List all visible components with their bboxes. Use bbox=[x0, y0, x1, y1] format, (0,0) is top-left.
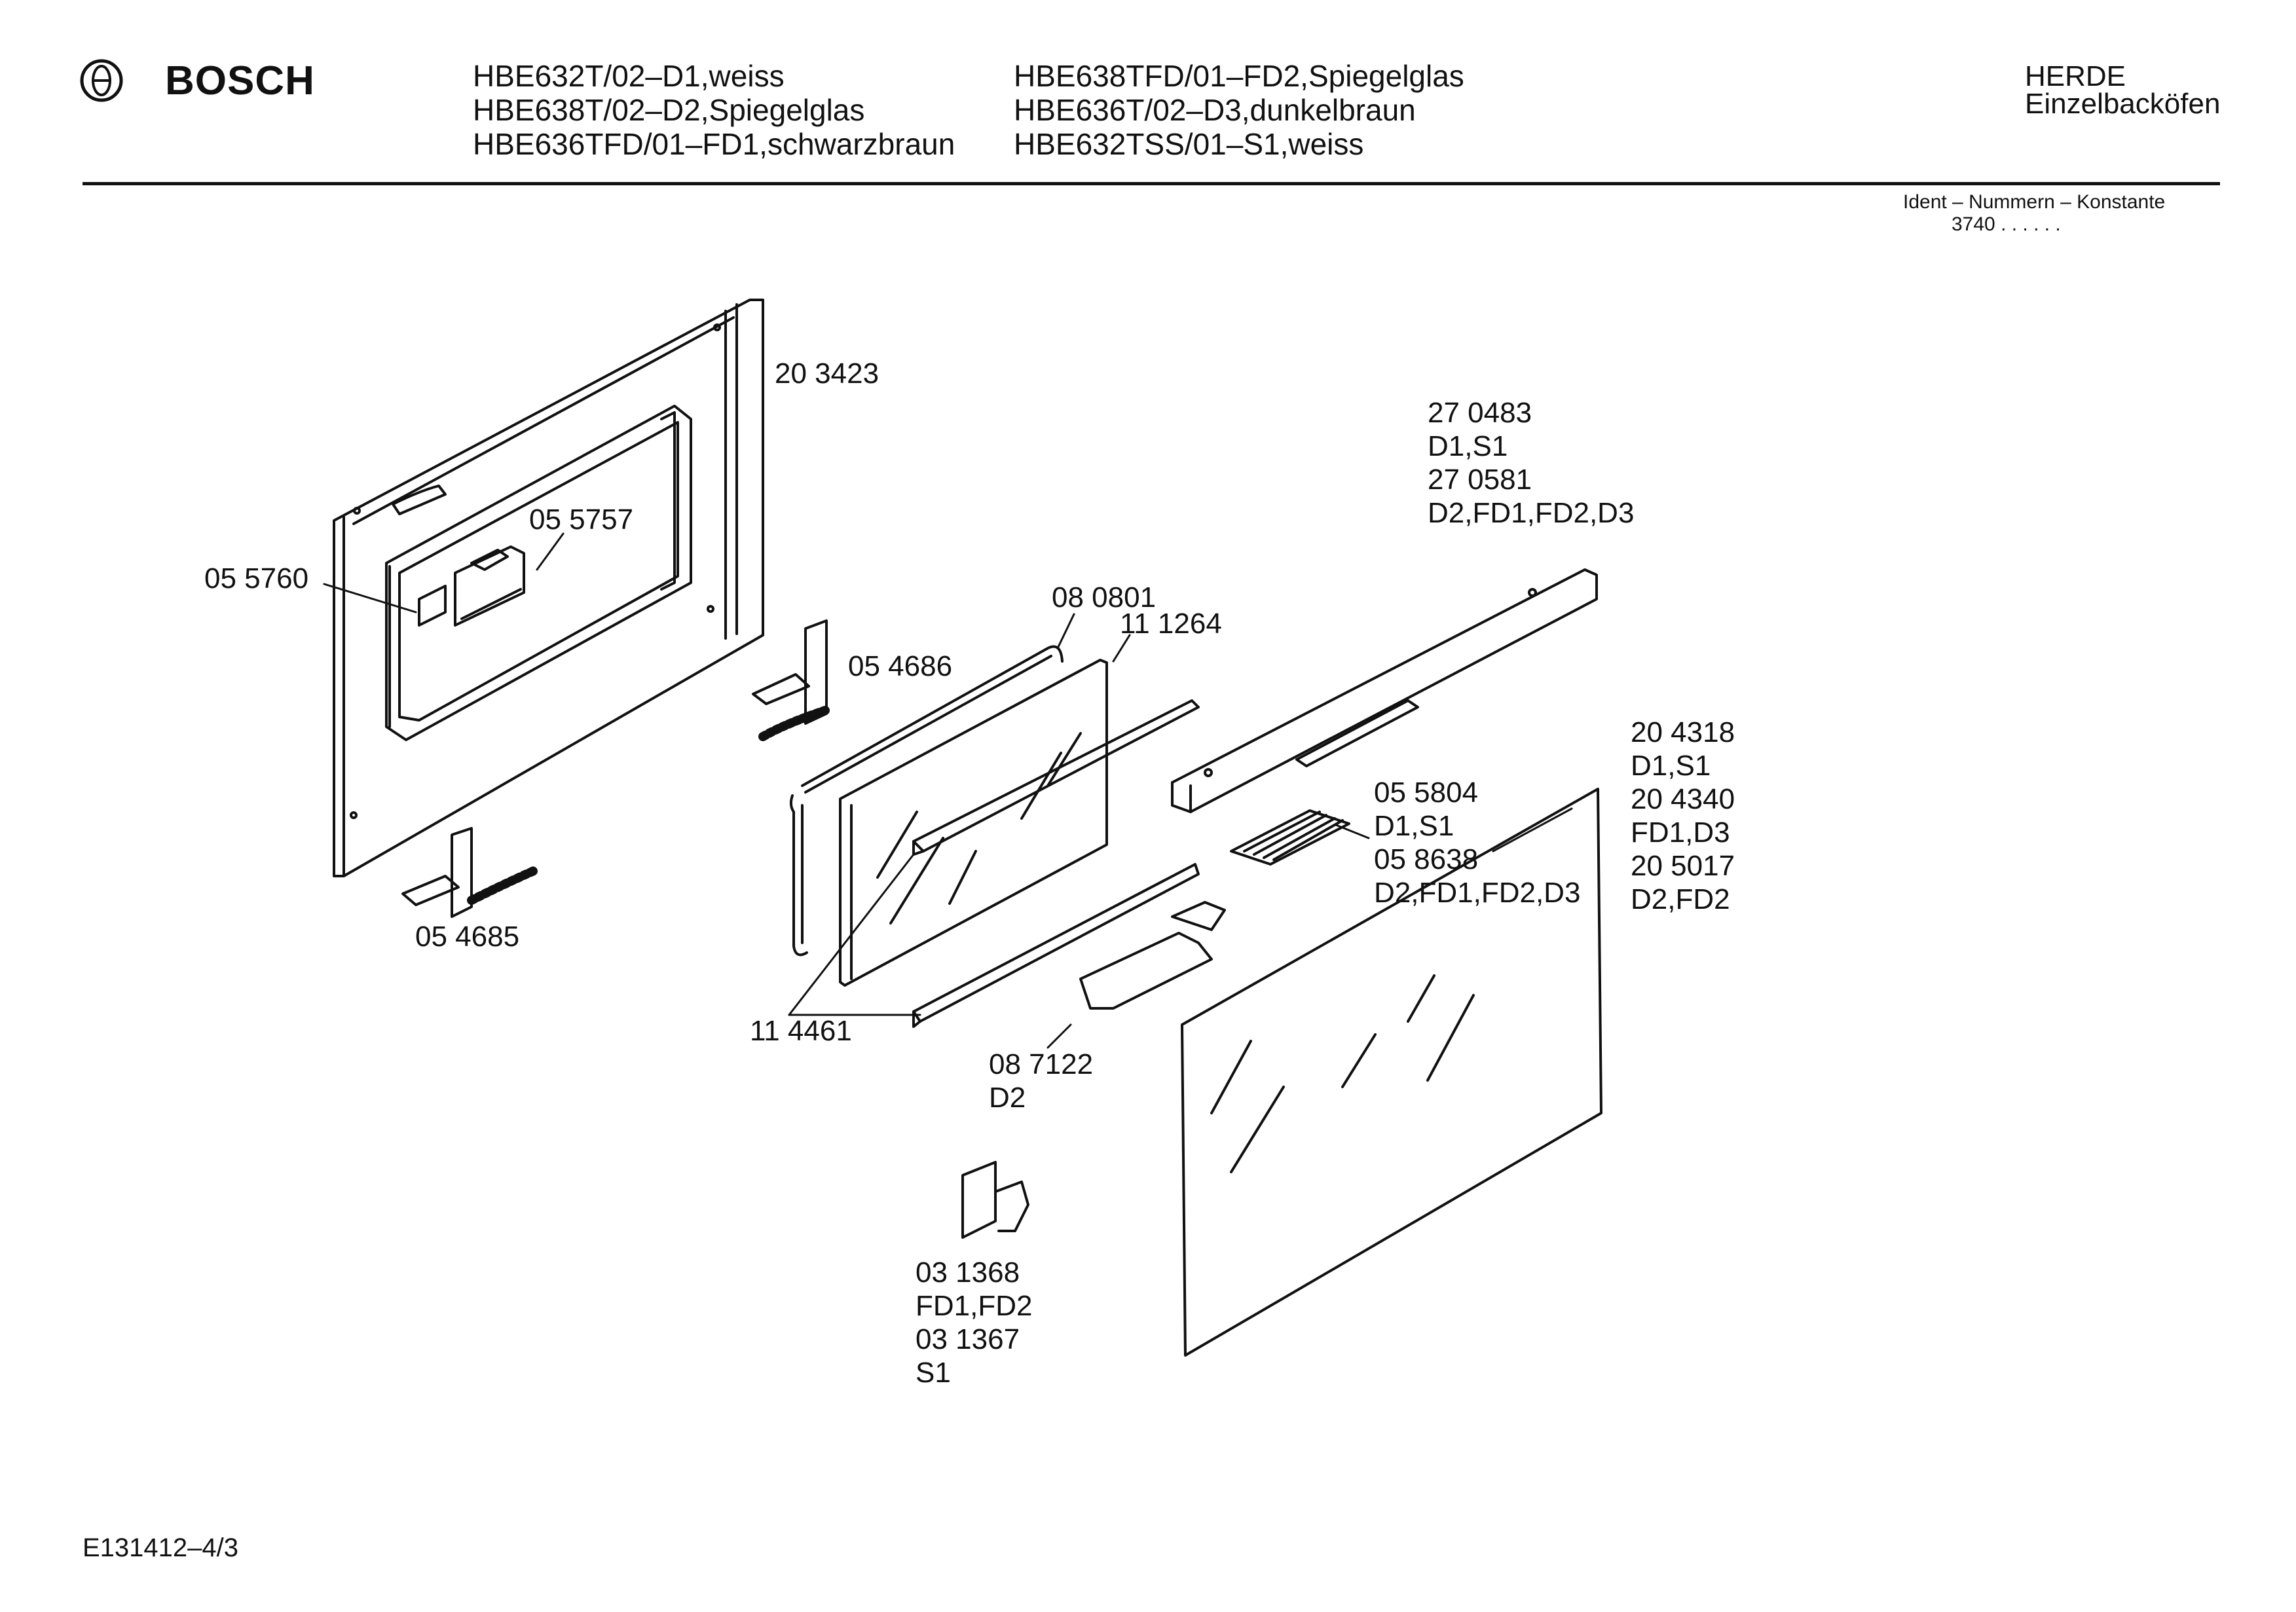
part-label: 05 5804 bbox=[1374, 777, 1479, 809]
category-subtitle: Einzelbacköfen bbox=[2025, 88, 2221, 120]
variant-label: D2,FD2 bbox=[1631, 883, 1730, 915]
hinge-bracket bbox=[1079, 901, 1226, 1010]
variant-label: D2 bbox=[989, 1082, 1026, 1114]
part-label-group: 08 7122 D2 bbox=[989, 1048, 1093, 1114]
part-label-group: 20 4318 D1,S1 20 4340 FD1,D3 20 5017 D2,… bbox=[1631, 716, 1735, 916]
outer-glass-panel bbox=[1181, 788, 1602, 1357]
variant-label: D1,S1 bbox=[1428, 430, 1508, 462]
door-clip bbox=[961, 1161, 1029, 1239]
outer-door-frame bbox=[333, 299, 764, 877]
part-label: 20 4318 bbox=[1631, 716, 1735, 748]
part-label: 20 3423 bbox=[775, 357, 880, 390]
part-label: 03 1367 bbox=[916, 1323, 1020, 1355]
model-entry: HBE638T/02–D2,Spiegelglas bbox=[473, 93, 865, 127]
part-label: 05 4685 bbox=[415, 921, 520, 953]
category: HERDE Einzelbacköfen bbox=[2025, 60, 2220, 120]
part-label: 05 4686 bbox=[848, 650, 953, 682]
brand-name: BOSCH bbox=[165, 58, 315, 103]
leader-lines bbox=[323, 532, 1573, 1049]
part-label: 20 5017 bbox=[1631, 850, 1735, 882]
part-label: 27 0581 bbox=[1428, 464, 1532, 496]
vent-grille bbox=[1230, 809, 1350, 866]
door-handle bbox=[1171, 568, 1598, 813]
hinge-lower bbox=[401, 827, 538, 918]
drawing-id: E131412–4/3 bbox=[83, 1533, 239, 1562]
model-entry: HBE636T/02–D3,dunkelbraun bbox=[1014, 93, 1416, 127]
category-title: HERDE bbox=[2025, 60, 2126, 92]
model-entry: HBE632TSS/01–S1,weiss bbox=[1014, 127, 1364, 161]
hinge-upper bbox=[752, 619, 830, 741]
part-label: 05 8638 bbox=[1374, 843, 1479, 875]
variant-label: S1 bbox=[916, 1357, 951, 1389]
glass-retainer-strips bbox=[912, 699, 1200, 1028]
model-entry: HBE632T/02–D1,weiss bbox=[473, 59, 785, 93]
variant-label: D2,FD1,FD2,D3 bbox=[1374, 877, 1581, 909]
bosch-logo bbox=[79, 58, 124, 103]
header-rule bbox=[83, 182, 2220, 185]
part-label: 08 7122 bbox=[989, 1048, 1094, 1080]
variant-label: D1,S1 bbox=[1374, 810, 1454, 842]
model-entry: HBE638TFD/01–FD2,Spiegelglas bbox=[1014, 59, 1464, 93]
part-label: 05 5760 bbox=[204, 562, 309, 595]
part-label: 20 4340 bbox=[1631, 783, 1735, 815]
part-label-group: 03 1368 FD1,FD2 03 1367 S1 bbox=[916, 1256, 1032, 1389]
part-label-group: 05 5804 D1,S1 05 8638 D2,FD1,FD2,D3 bbox=[1374, 776, 1580, 909]
part-label: 11 4461 bbox=[750, 1015, 852, 1047]
part-label: 27 0483 bbox=[1428, 397, 1532, 429]
variant-label: D2,FD1,FD2,D3 bbox=[1428, 497, 1635, 529]
part-label: 11 1264 bbox=[1120, 608, 1222, 640]
part-label-group: 27 0483 D1,S1 27 0581 D2,FD1,FD2,D3 bbox=[1428, 396, 1634, 530]
variant-label: FD1,D3 bbox=[1631, 816, 1730, 849]
bosch-armature-icon bbox=[80, 59, 123, 102]
ident-label: Ident – Nummern – Konstante bbox=[1903, 191, 2166, 213]
door-latch bbox=[418, 545, 525, 627]
model-list-2: HBE638TFD/01–FD2,Spiegelglas HBE636T/02–… bbox=[1014, 59, 1464, 161]
ident-value: 3740 . . . . . . bbox=[1952, 213, 2061, 235]
variant-label: FD1,FD2 bbox=[916, 1290, 1033, 1322]
model-entry: HBE636TFD/01–FD1,schwarzbraun bbox=[473, 127, 955, 161]
variant-label: D1,S1 bbox=[1631, 750, 1711, 782]
inner-glass-panel bbox=[839, 659, 1108, 987]
model-list-1: HBE632T/02–D1,weiss HBE638T/02–D2,Spiege… bbox=[473, 59, 955, 161]
part-label: 08 0801 bbox=[1052, 581, 1157, 614]
part-label: 03 1368 bbox=[916, 1256, 1020, 1289]
part-label: 05 5757 bbox=[529, 504, 634, 536]
